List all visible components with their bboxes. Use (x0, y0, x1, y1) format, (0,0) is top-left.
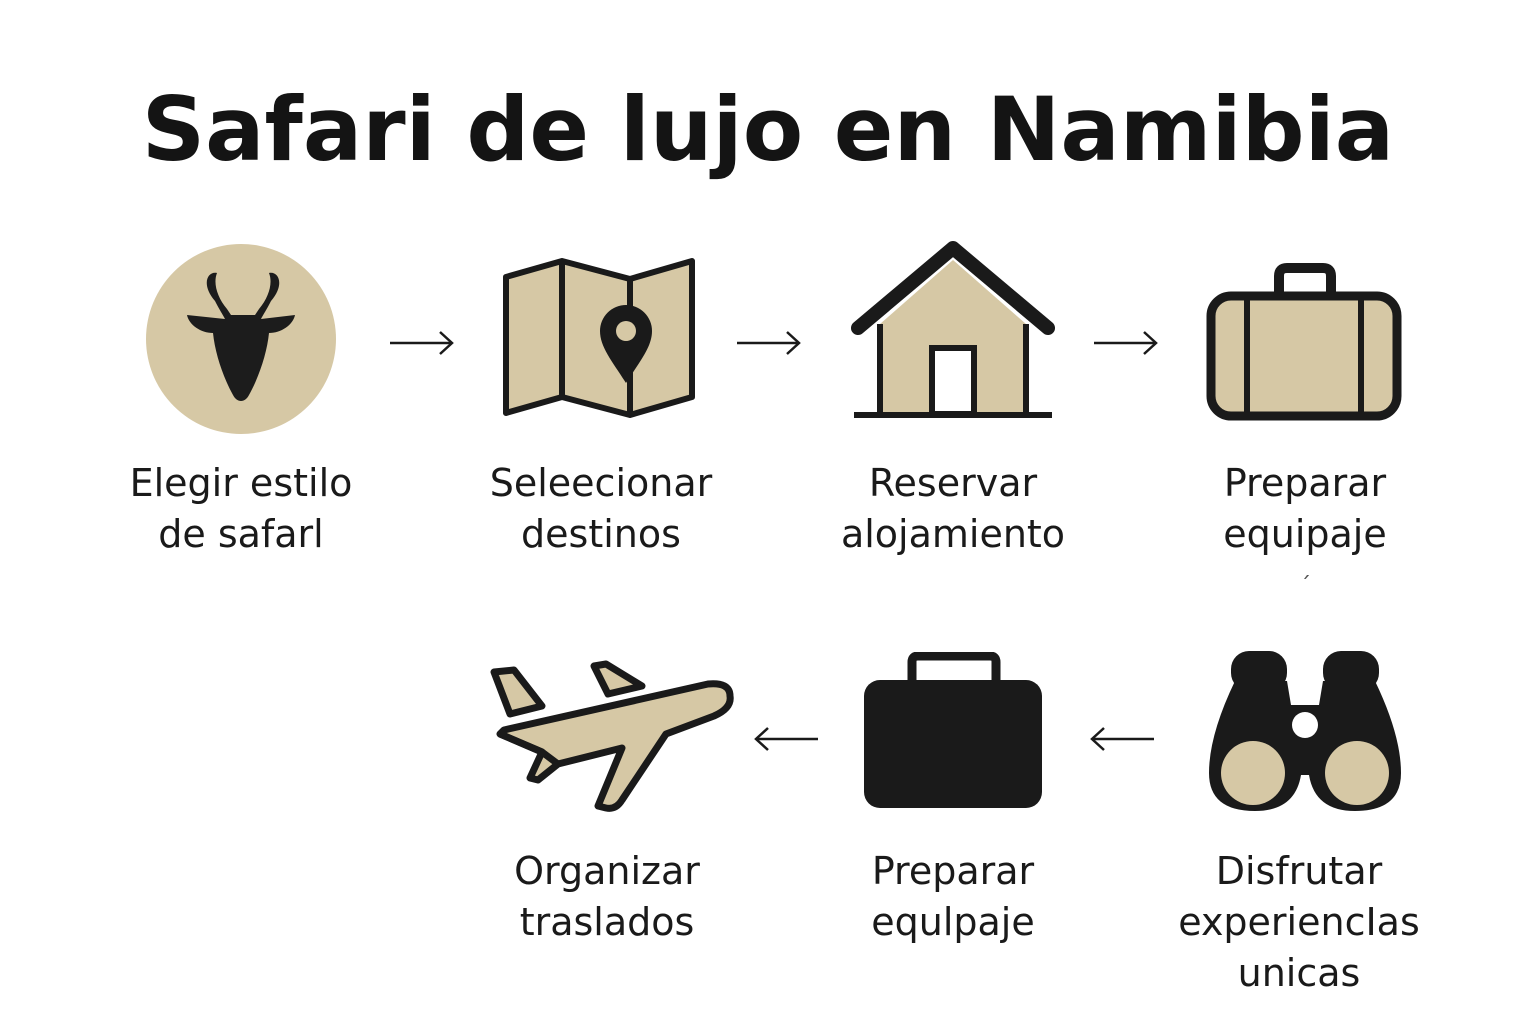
step-label-elegir-estilo: Elegir estilo de safarl (129, 461, 353, 556)
suitcase-icon (1206, 263, 1402, 421)
step-label-preparar-equipaje: Preparar equipaje (1223, 461, 1387, 556)
briefcase-icon (864, 652, 1042, 808)
arrow-left-2 (1090, 727, 1154, 751)
house-icon (851, 241, 1055, 418)
page-title: Safari de lujo en Namibia (141, 78, 1395, 181)
step-label-disfrutar-experiencias: Disfrutar experiencIas unicas (1178, 849, 1420, 995)
arrow-right-2 (737, 331, 801, 355)
step-label-organizar-traslados: Organizar traslados (514, 849, 700, 944)
step-label-seleccionar-destinos: Seleecionar destinos (489, 461, 713, 556)
arrow-right-3 (1094, 331, 1158, 355)
binoculars-icon (1209, 651, 1401, 811)
antelope-icon (146, 244, 336, 434)
airplane-icon (490, 660, 734, 812)
step-label-preparar-equipaje-2: Preparar equlpaje (871, 849, 1035, 944)
arrow-left-1 (754, 727, 818, 751)
step-label-reservar-alojamiento: Reservar alojamiento (840, 461, 1066, 556)
stray-accent-mark: ´ (1300, 574, 1311, 599)
map-pin-icon (503, 258, 695, 418)
arrow-right-1 (390, 331, 454, 355)
